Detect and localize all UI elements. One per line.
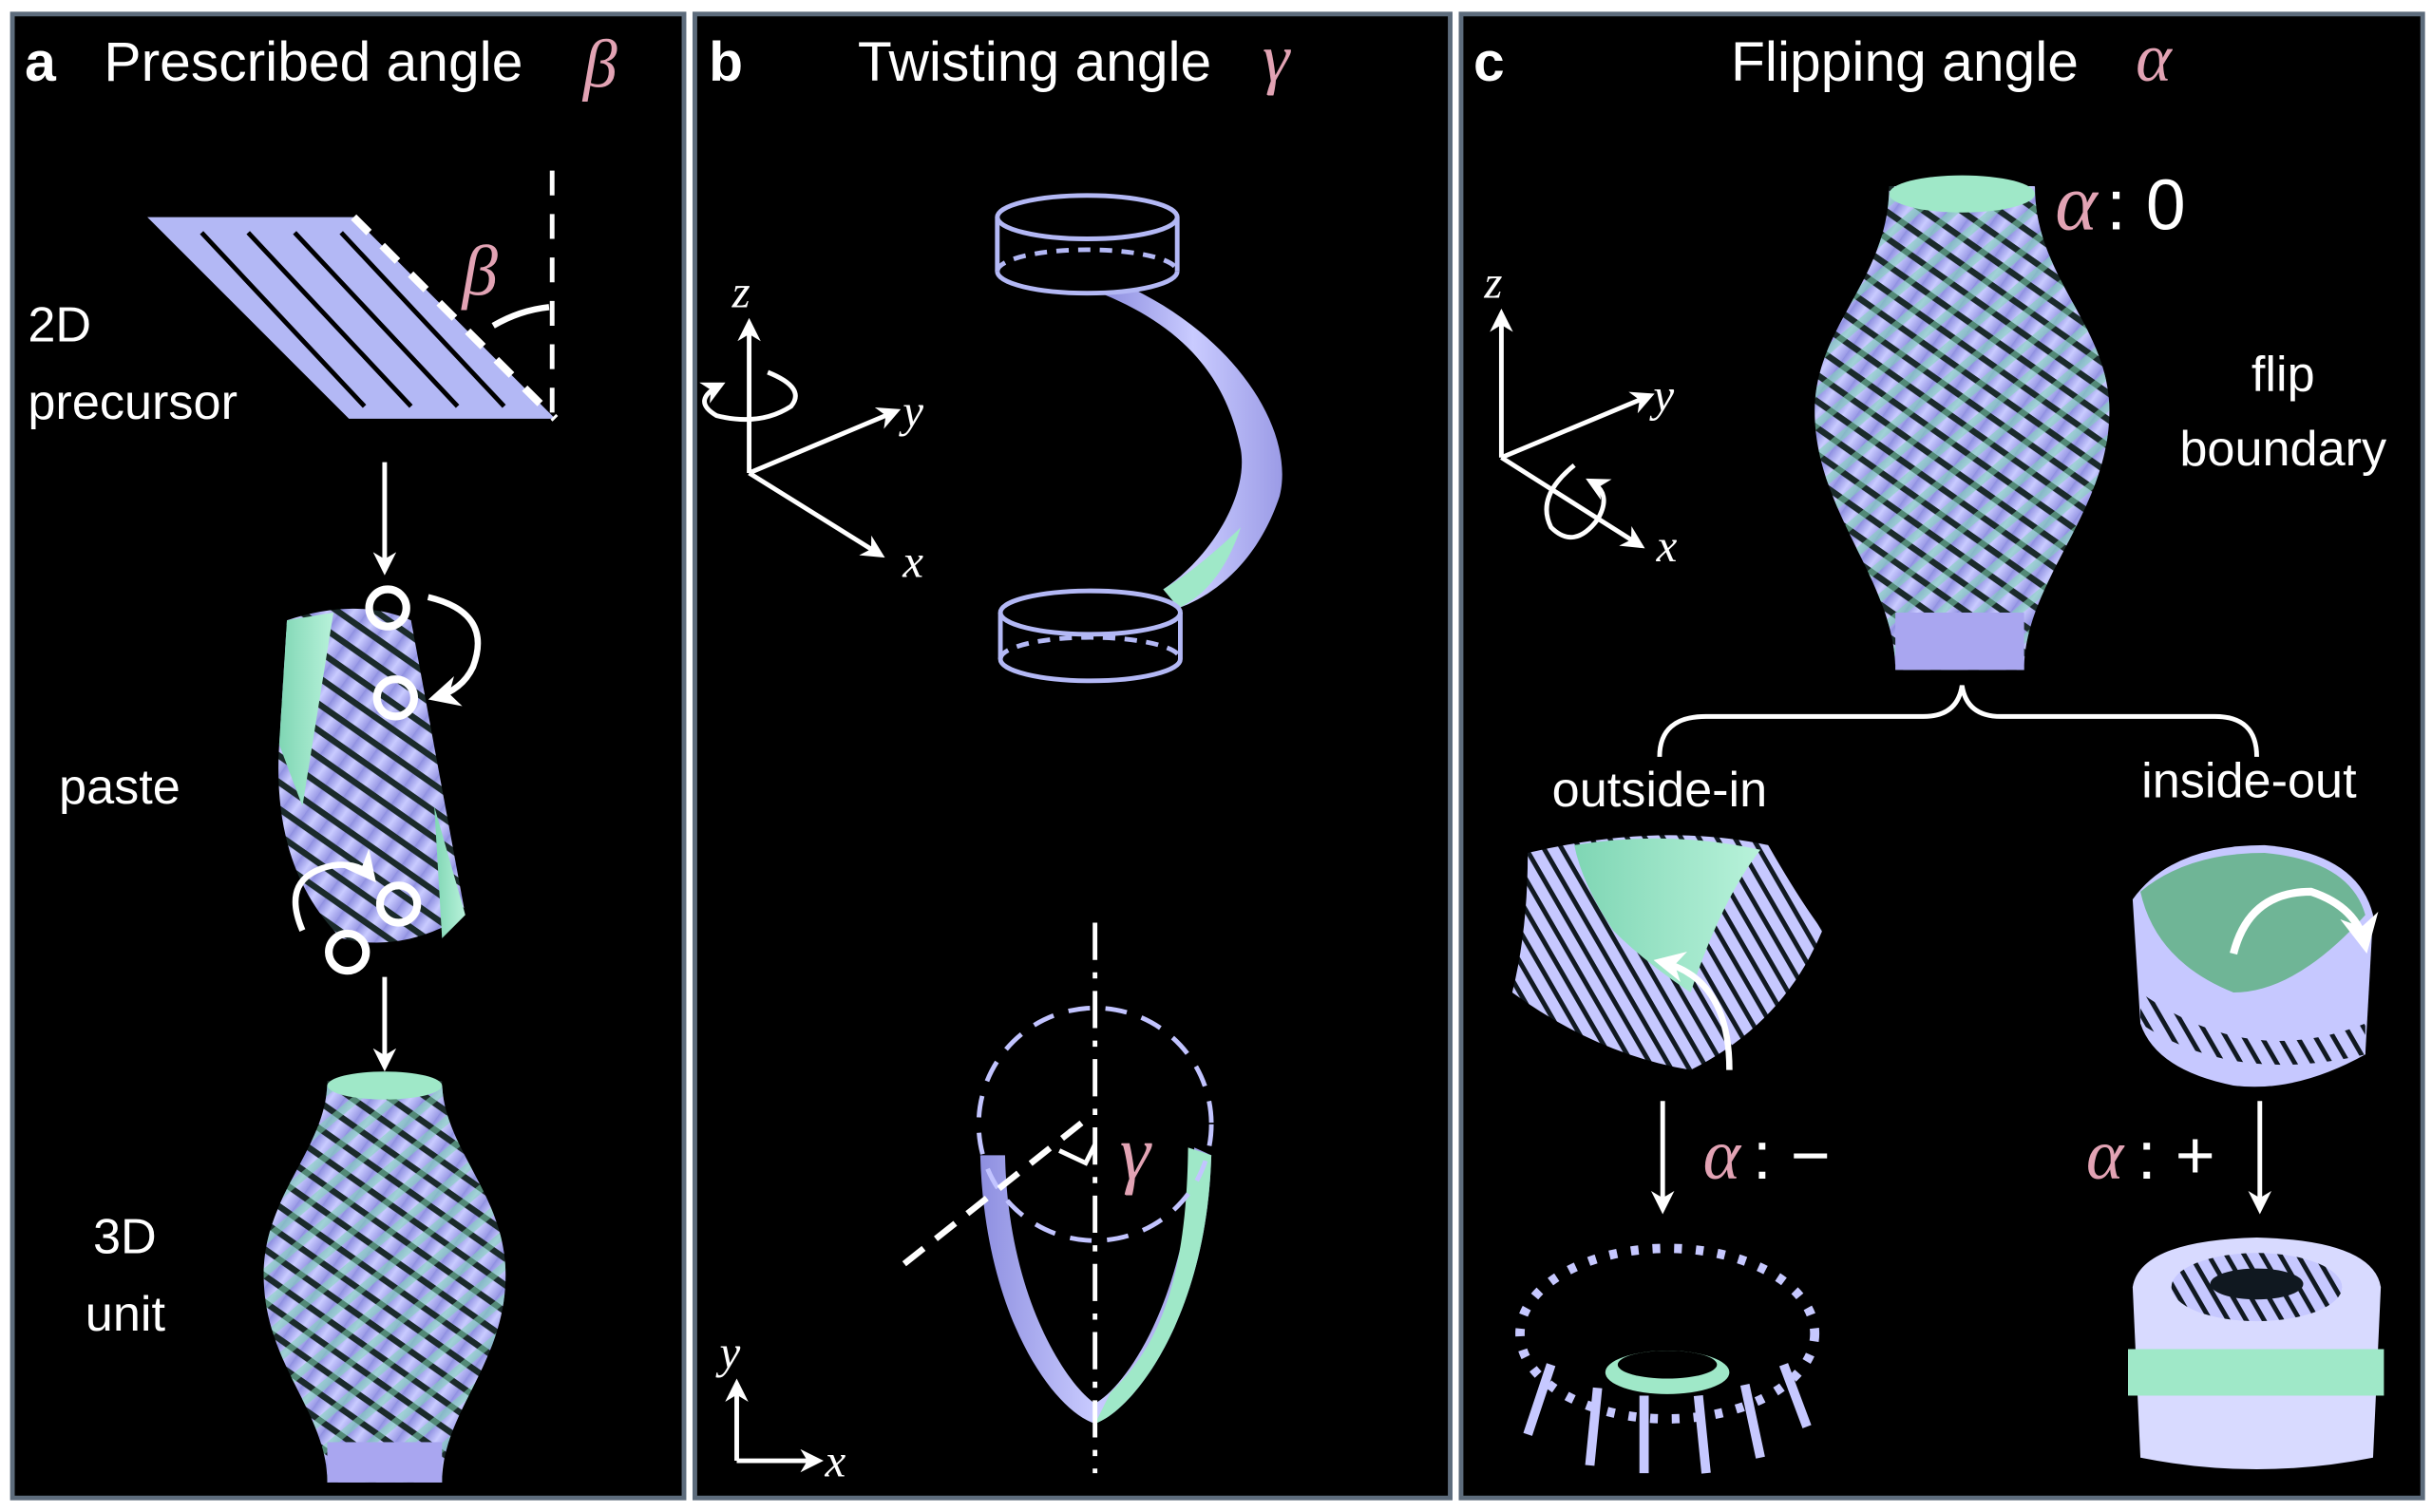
rotation-arrow-icon (1544, 463, 1612, 540)
panel-letter: a (25, 31, 57, 93)
alpha-minus-value: : − (1753, 1118, 1831, 1194)
alpha-plus-symbol: α (2086, 1116, 2125, 1195)
alpha-zero-value: : 0 (2106, 165, 2186, 245)
label-precursor: precursor (28, 375, 238, 430)
inverted-barrel-shape (2128, 1237, 2384, 1470)
paste-arrow-icon (427, 594, 482, 707)
label-unit: unit (86, 1287, 166, 1342)
rotation-arrow-icon (699, 369, 798, 423)
panel-symbol: β (581, 27, 618, 103)
2d-precursor-sheet (147, 170, 559, 422)
paste-arrow-icon (292, 848, 376, 932)
label-flip: flip (2252, 348, 2315, 403)
axis-y-label: y (1648, 369, 1674, 422)
alpha-plus-value: : + (2138, 1118, 2215, 1194)
gamma-angle-label: γ (1120, 1109, 1152, 1196)
panel-b-frame (692, 11, 1453, 1501)
panel-letter: c (1473, 31, 1505, 93)
axis-z-label: z (1483, 256, 1502, 309)
inside-out-shape (2132, 844, 2379, 1087)
axes-3d (1490, 308, 1655, 549)
label-3d: 3D (93, 1209, 157, 1264)
top-view-diagram (902, 922, 1214, 1474)
axes-3d (699, 317, 902, 558)
axis-x-label: x (1656, 520, 1678, 572)
label-inside-out: inside-out (2141, 753, 2357, 808)
alpha-minus-symbol: α (1703, 1116, 1742, 1195)
brace (1657, 685, 2259, 757)
axes-2d (725, 1378, 824, 1473)
vase-alpha-zero (1814, 175, 2110, 671)
twisting-ribbon (995, 193, 1282, 684)
alpha-zero-symbol: α (2055, 159, 2099, 248)
panel-title: Flipping angle (1731, 31, 2079, 93)
everted-ring-shape (1515, 1243, 1820, 1474)
axis2-y-label: y (715, 1326, 741, 1378)
beta-angle-label: β (461, 232, 499, 311)
label-boundary: boundary (2179, 422, 2387, 477)
panel-title: Prescribed angle (104, 31, 522, 93)
axis-z-label: z (732, 265, 750, 317)
axis-y-label: y (898, 385, 923, 437)
outside-in-shape (1511, 835, 1823, 1070)
panel-letter: b (709, 31, 743, 93)
panel-symbol: α (2136, 20, 2173, 96)
angle-arc (491, 304, 550, 329)
panel-a: a Prescribed angle β β 2D precursor (10, 11, 687, 1501)
label-outside-in: outside-in (1552, 763, 1768, 818)
axis2-x-label: x (825, 1434, 846, 1486)
label-paste: paste (59, 760, 180, 815)
3d-unit-lattice (263, 1071, 506, 1483)
panel-b: b Twisting angle γ z y x (692, 11, 1453, 1501)
panel-title: Twisting angle (858, 31, 1211, 93)
label-2d: 2D (28, 297, 91, 352)
pasted-strip (278, 585, 482, 975)
panel-c: c Flipping angle α α : 0 z y x flip boun… (1458, 11, 2425, 1501)
axis-x-label: x (902, 535, 923, 587)
panel-symbol: γ (1263, 20, 1291, 96)
